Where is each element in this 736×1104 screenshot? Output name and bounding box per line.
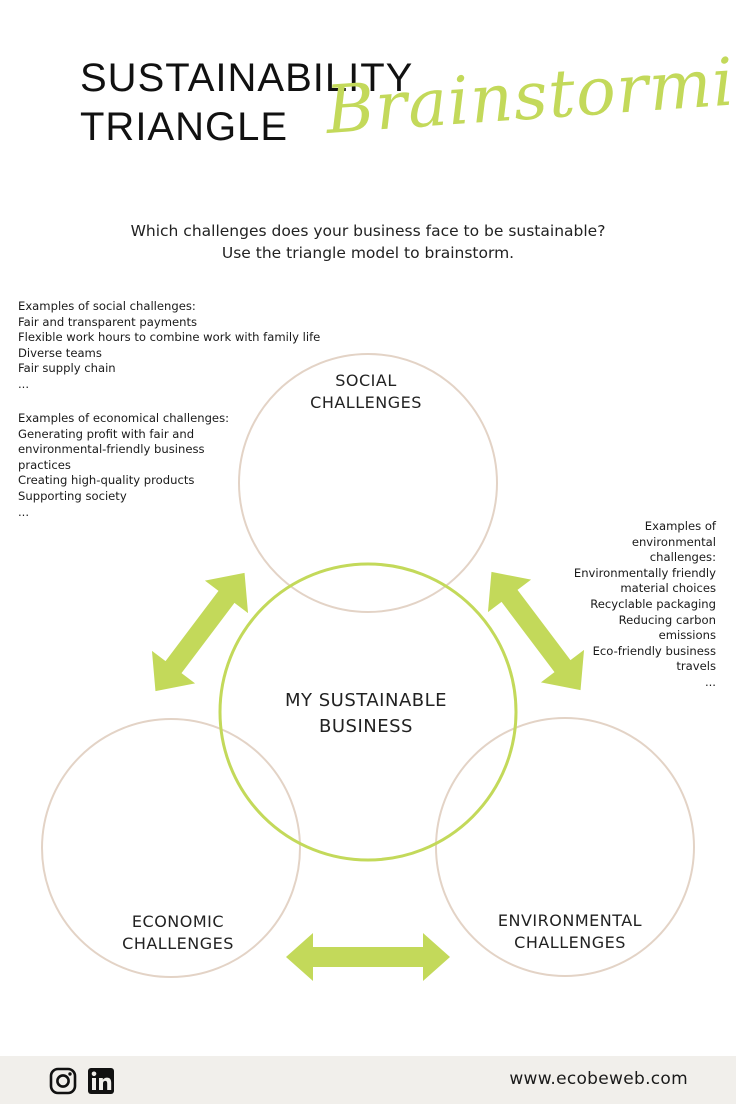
website-link[interactable]: www.ecobeweb.com — [509, 1069, 688, 1089]
economic-example-item: ... — [18, 504, 30, 519]
subtitle-line-1: Which challenges does your business face… — [130, 222, 606, 240]
environmental-circle — [435, 717, 695, 977]
business-label-line-2: BUSINESS — [319, 716, 413, 737]
social-example-item: ... — [18, 376, 30, 391]
environmental-examples-heading-1: Examples of — [644, 519, 716, 533]
arrow-social-environmental — [487, 571, 585, 691]
social-examples-heading: Examples of social challenges: — [18, 299, 196, 313]
title-line-2: TRIANGLE — [80, 105, 289, 149]
economic-circle — [41, 718, 301, 978]
economic-label-line-1: ECONOMIC — [131, 912, 225, 931]
economic-challenges-label: ECONOMIC CHALLENGES — [78, 911, 278, 955]
business-label-line-1: MY SUSTAINABLE — [284, 690, 448, 711]
environmental-example-item: Environmentally friendly — [573, 565, 716, 580]
triangle-diagram — [41, 353, 695, 981]
environmental-example-item: ... — [704, 674, 716, 689]
environmental-example-item: Recyclable packaging — [590, 596, 716, 611]
business-label: MY SUSTAINABLE BUSINESS — [256, 688, 476, 740]
economic-label-line-2: CHALLENGES — [122, 934, 234, 953]
economic-example-item: Generating profit with fair and — [18, 426, 195, 441]
social-example-item: Flexible work hours to combine work with… — [18, 330, 321, 345]
footer: www.ecobeweb.com — [0, 1056, 736, 1104]
arrow-economic-environmental — [286, 933, 450, 981]
economic-example-item: environmental-friendly business — [18, 442, 205, 457]
environmental-challenges-label: ENVIRONMENTAL CHALLENGES — [470, 910, 670, 954]
economic-examples: Examples of economical challenges: Gener… — [18, 411, 258, 520]
environmental-example-item: emissions — [658, 628, 716, 643]
environmental-examples: Examples of environmental challenges: En… — [556, 519, 716, 691]
social-example-item: Fair and transparent payments — [18, 314, 198, 329]
arrow-social-economic — [151, 572, 249, 692]
business-circle — [218, 562, 518, 862]
economic-example-item: Creating high-quality products — [18, 473, 195, 488]
environmental-example-item: travels — [676, 659, 716, 674]
economic-example-item: practices — [18, 457, 71, 472]
subtitle-line-2: Use the triangle model to brainstorm. — [221, 244, 515, 262]
social-challenges-label: SOCIAL CHALLENGES — [266, 370, 466, 414]
environmental-label-line-1: ENVIRONMENTAL — [497, 911, 643, 930]
social-circle — [238, 353, 498, 613]
environmental-examples-heading-3: challenges: — [649, 550, 716, 565]
environmental-examples-heading-2: environmental — [631, 534, 716, 549]
linkedin-icon[interactable] — [87, 1067, 115, 1095]
environmental-label-line-2: CHALLENGES — [514, 933, 626, 952]
title-line-1: SUSTAINABILITY — [80, 56, 414, 100]
social-label-line-2: CHALLENGES — [310, 393, 422, 412]
social-label-line-1: SOCIAL — [335, 371, 397, 390]
environmental-example-item: Reducing carbon — [618, 612, 716, 627]
social-examples: Examples of social challenges: Fair and … — [18, 299, 348, 393]
environmental-example-item: material choices — [620, 581, 716, 596]
environmental-example-item: Eco-friendly business — [592, 643, 716, 658]
economic-examples-heading: Examples of economical challenges: — [18, 411, 230, 425]
social-example-item: Diverse teams — [18, 345, 102, 360]
instagram-icon[interactable] — [49, 1067, 77, 1095]
economic-example-item: Supporting society — [18, 488, 127, 503]
social-example-item: Fair supply chain — [18, 361, 116, 376]
